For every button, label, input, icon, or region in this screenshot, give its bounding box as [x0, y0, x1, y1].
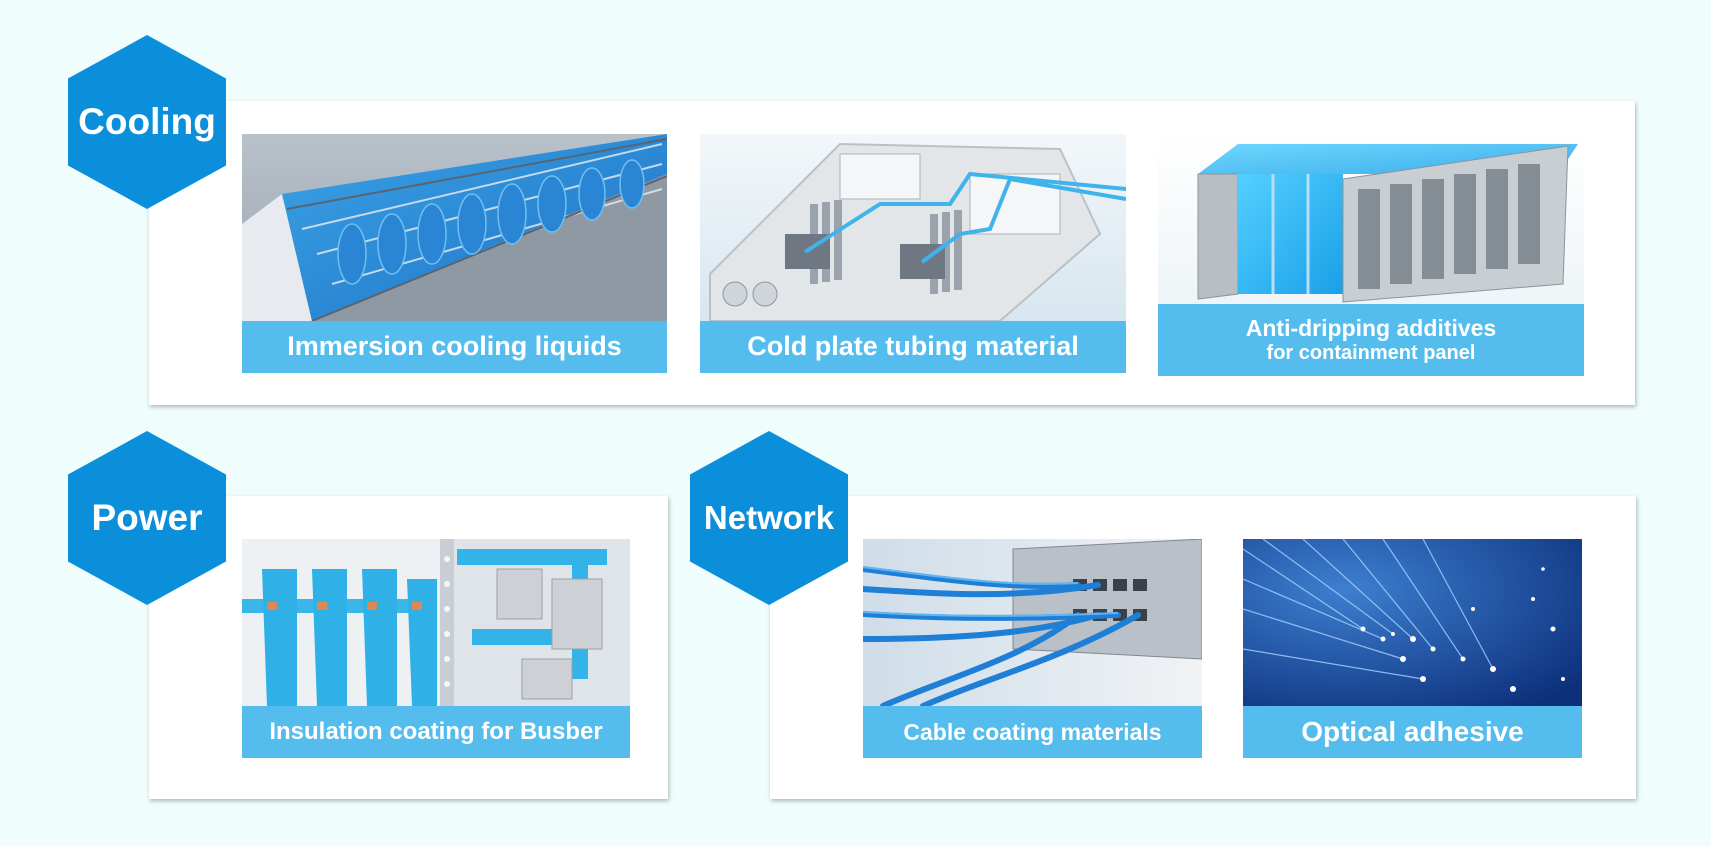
- containment-caption: Anti-dripping additives for containment …: [1158, 304, 1584, 376]
- busbar-caption: Insulation coating for Busber: [242, 706, 630, 758]
- network-section-title: Network: [703, 499, 835, 536]
- busbar-image: [242, 539, 630, 706]
- optical-fibers-image: [1243, 539, 1582, 706]
- optical-adhesive-caption: Optical adhesive: [1243, 706, 1582, 758]
- containment-image: [1158, 134, 1584, 306]
- cable-coating-card[interactable]: Cable coating materials: [863, 539, 1202, 758]
- cold-plate-image: [700, 134, 1126, 321]
- cold-plate-card[interactable]: Cold plate tubing material: [700, 134, 1126, 373]
- containment-card[interactable]: Anti-dripping additives for containment …: [1158, 134, 1584, 376]
- ethernet-cables-image: [863, 539, 1202, 706]
- cable-coating-caption: Cable coating materials: [863, 706, 1202, 758]
- cooling-section-title: Cooling: [78, 101, 216, 142]
- immersion-cooling-card[interactable]: Immersion cooling liquids: [242, 134, 667, 373]
- power-section-title: Power: [91, 497, 203, 538]
- immersion-cooling-image: [242, 134, 667, 321]
- optical-adhesive-card[interactable]: Optical adhesive: [1243, 539, 1582, 758]
- immersion-cooling-caption: Immersion cooling liquids: [242, 321, 667, 373]
- busbar-card[interactable]: Insulation coating for Busber: [242, 539, 630, 758]
- cold-plate-caption: Cold plate tubing material: [700, 321, 1126, 373]
